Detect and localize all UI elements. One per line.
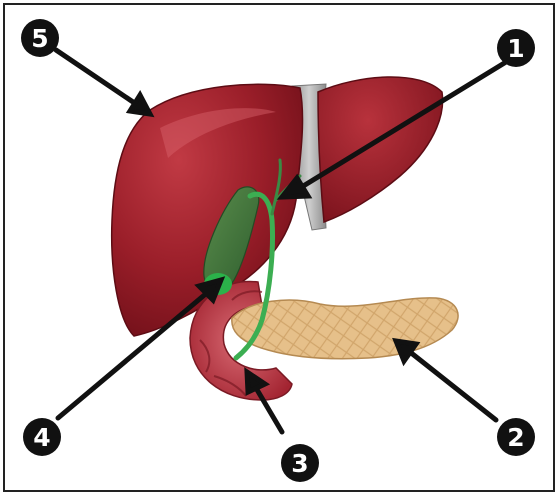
callout-4-number: 4 xyxy=(33,423,50,452)
callout-1-number: 1 xyxy=(507,34,524,63)
liver-left-lobe xyxy=(318,77,443,222)
callout-2-number: 2 xyxy=(507,423,524,452)
callout-3: 3 xyxy=(281,444,319,482)
callout-2: 2 xyxy=(497,418,535,456)
callout-1: 1 xyxy=(497,29,535,67)
callout-3-number: 3 xyxy=(291,449,308,478)
callout-5-number: 5 xyxy=(31,24,48,53)
callout-4: 4 xyxy=(23,418,61,456)
callout-5: 5 xyxy=(21,19,59,57)
